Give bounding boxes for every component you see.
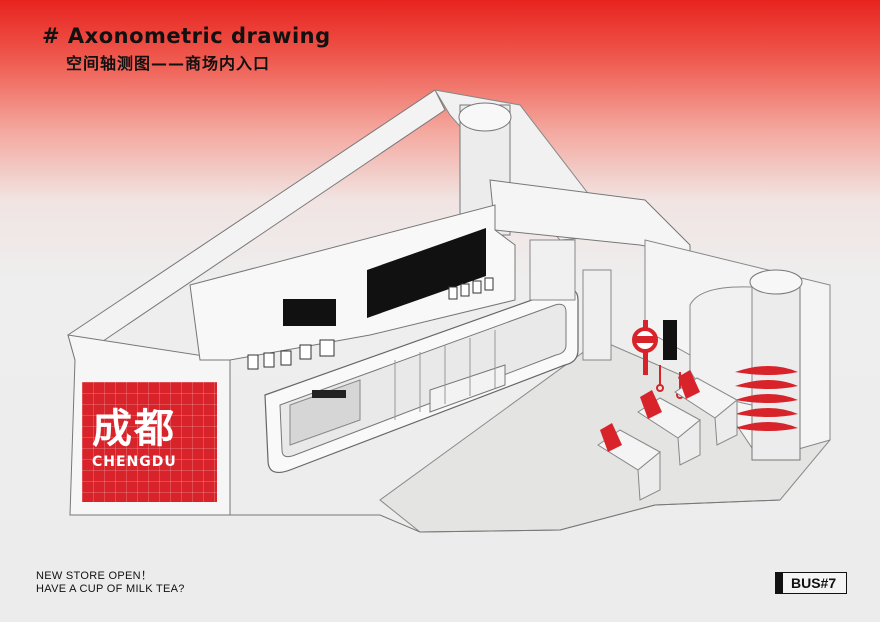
menu-board-small <box>283 299 336 326</box>
prep-counter <box>429 364 506 413</box>
tagline-line-2: HAVE A CUP OF MILK TEA? <box>36 583 185 595</box>
tagline: NEW STORE OPEN！ HAVE A CUP OF MILK TEA? <box>36 570 185 596</box>
menu-board-large <box>367 228 486 318</box>
tagline-line-1: NEW STORE OPEN！ <box>36 570 153 582</box>
bus-badge-bar <box>776 573 783 593</box>
chengdu-sign-english: CHENGDU <box>92 454 177 470</box>
bus-badge-label: BUS#7 <box>791 575 837 591</box>
red-shelves <box>735 366 798 431</box>
door-frame-left <box>529 239 576 301</box>
door-frame-right <box>582 269 612 361</box>
bus-badge: BUS#7 <box>775 572 847 594</box>
cups-lower <box>247 339 335 370</box>
glass-dividers <box>394 330 496 420</box>
chengdu-sign: 成都 CHENGDU <box>82 382 217 502</box>
counter-sign <box>312 390 346 398</box>
drawing-title-cn: 空间轴测图——商场内入口 <box>66 54 271 73</box>
chengdu-sign-chinese: 成都 <box>92 406 176 452</box>
drawing-title-en: # Axonometric drawing <box>42 24 331 48</box>
cups-upper <box>448 277 494 300</box>
right-cylinder-top <box>749 269 803 295</box>
back-wall-panel <box>189 204 516 361</box>
bus-seats <box>597 370 738 501</box>
floor-edge <box>70 499 781 533</box>
bus-stop-sign <box>632 320 677 375</box>
pillar-top <box>458 102 512 132</box>
